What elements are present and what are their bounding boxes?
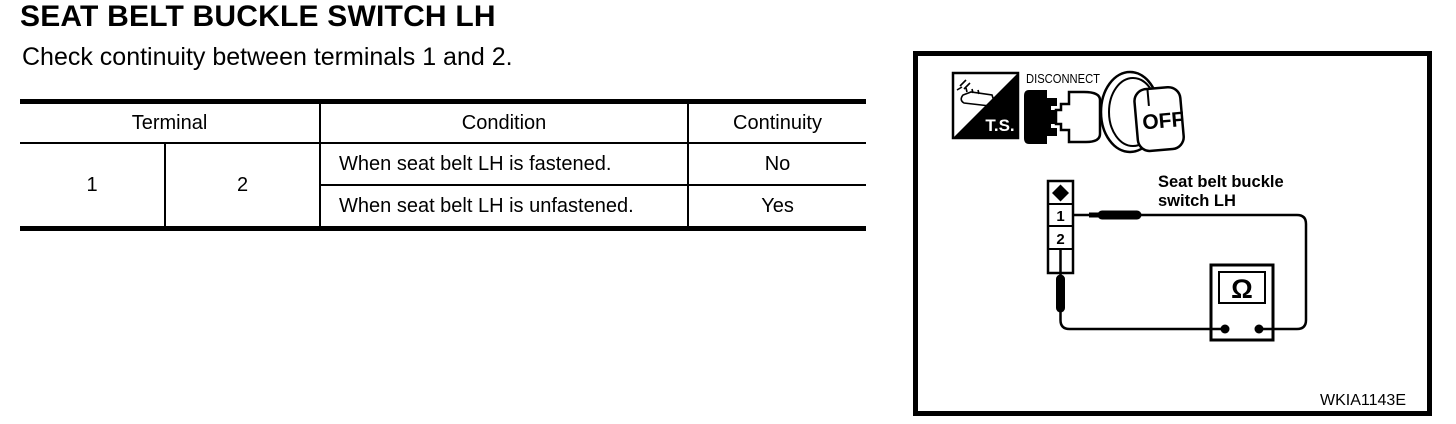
switch-label-line2: switch LH (1158, 192, 1236, 210)
col-header-terminal: Terminal (20, 101, 322, 144)
table-header-row: Terminal Condition Continuity (20, 101, 867, 144)
connector-pin-strip: 1 2 (1046, 179, 1075, 275)
meter-terminal-left (1220, 324, 1230, 334)
test-lead-pin2 (1056, 249, 1225, 331)
ts-icon-label: T.S. (985, 116, 1014, 135)
figure-code: WKIA1143E (1320, 392, 1406, 409)
condition-cell: When seat belt LH is fastened. (320, 143, 690, 186)
condition-cell: When seat belt LH is unfastened. (320, 185, 690, 229)
ts-tester-icon: T.S. (951, 71, 1020, 140)
terminal-2-cell: 2 (165, 143, 322, 229)
table-row: 1 2 When seat belt LH is fastened. No (20, 143, 867, 229)
circuit-diagram: T.S. DISCONNECT OFF (951, 70, 1406, 409)
page-title: SEAT BELT BUCKLE SWITCH LH (20, 0, 496, 33)
disconnect-label: DISCONNECT (1026, 71, 1100, 86)
connector-half-female (1054, 90, 1102, 144)
ohm-symbol: Ω (1231, 274, 1253, 304)
col-header-continuity: Continuity (688, 101, 867, 144)
disconnect-connector-icon: DISCONNECT (1024, 71, 1102, 144)
continuity-cell: Yes (761, 194, 794, 217)
off-label: OFF (1141, 108, 1185, 135)
pin-2-label: 2 (1056, 231, 1064, 248)
instruction-text: Check continuity between terminals 1 and… (22, 43, 513, 71)
ignition-key-off-icon: OFF (1099, 70, 1185, 154)
continuity-table: Terminal Condition Continuity 1 2 When s… (20, 99, 867, 231)
meter-terminal-right (1254, 324, 1264, 334)
test-lead-pin1 (1073, 210, 1308, 331)
figure-box: T.S. DISCONNECT OFF (913, 51, 1432, 416)
terminal-1-cell: 1 (20, 143, 166, 229)
ohmmeter-icon: Ω (1209, 263, 1275, 342)
tester-sketch (956, 79, 995, 107)
switch-label-line1: Seat belt buckle (1158, 173, 1284, 191)
continuity-cell: No (688, 143, 867, 186)
col-header-condition: Condition (320, 101, 690, 144)
connector-key-diamond (1052, 184, 1069, 202)
pin-1-label: 1 (1056, 208, 1064, 225)
connector-half-male (1024, 90, 1065, 144)
table-row: When seat belt LH is unfastened. Yes (20, 185, 866, 229)
